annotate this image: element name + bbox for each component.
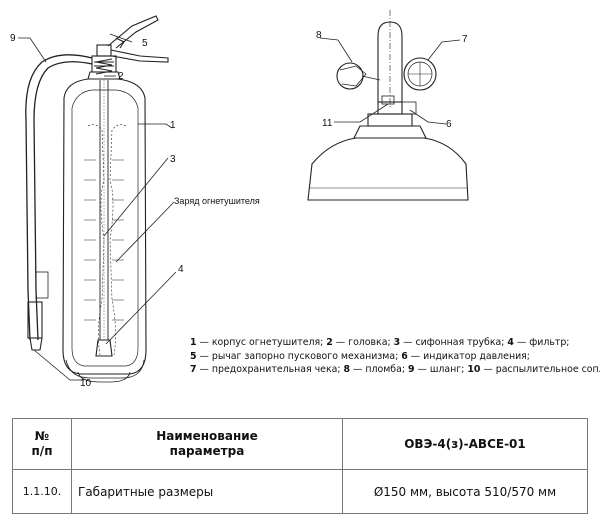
callout-1: 1 [170, 120, 176, 131]
callout-5: 5 [142, 38, 148, 49]
legend-num: 5 [190, 350, 197, 362]
table-header-row: № п/п Наименование параметра ОВЭ-4(з)-АВ… [12, 418, 588, 470]
legend-line-1: 1 — корпус огнетушителя; 2 — головка; 3 … [190, 336, 598, 350]
legend-text: — головка; [332, 337, 394, 348]
legend-text: — пломба; [350, 364, 408, 376]
hose [25, 54, 93, 341]
parts-legend: 1 — корпус огнетушителя; 2 — головка; 3 … [190, 336, 600, 377]
legend-text: — предохранительная чека; [196, 364, 344, 376]
extinguisher-body [62, 78, 147, 375]
legend-num: 3 [393, 337, 401, 348]
cell-param: Габаритные размеры [71, 469, 343, 514]
callout-2: 2 [118, 71, 124, 82]
header-num: № п/п [12, 418, 72, 470]
legend-line-3: 7 — предохранительная чека; 8 — пломба; … [190, 363, 600, 377]
legend-num: 4 [507, 337, 514, 348]
legend-text: — фильтр; [513, 337, 570, 348]
charge-label: Заряд огнетушителя [174, 196, 260, 206]
pressure-gauge [403, 57, 437, 91]
nozzle [27, 301, 43, 339]
callout-9: 9 [10, 33, 16, 44]
legend-num: 8 [343, 364, 351, 376]
callout-8: 8 [316, 30, 322, 41]
extinguisher-drawing: 9 5 2 1 3 Заряд огнетушителя 4 10 8 7 11… [10, 10, 469, 389]
legend-num: 1 [190, 337, 197, 348]
legend-text: — рычаг запорно пускового механизма; [196, 350, 402, 362]
legend-num: 9 [407, 364, 415, 376]
legend-text: — корпус огнетушителя; [196, 337, 327, 348]
cylinder-shoulder [307, 137, 469, 201]
table-row: 1.1.10. Габаритные размеры Ø150 мм, высо… [12, 469, 588, 514]
callout-11: 11 [322, 118, 333, 129]
spec-table: № п/п Наименование параметра ОВЭ-4(з)-АВ… [12, 418, 588, 514]
callout-3: 3 [170, 154, 176, 165]
legend-text: — сифонная трубка; [400, 337, 508, 348]
legend-text: — индикатор давления; [407, 350, 530, 362]
callout-4: 4 [178, 264, 184, 275]
cell-value: Ø150 мм, высота 510/570 мм [342, 469, 588, 514]
legend-num: 10 [467, 364, 481, 376]
legend-text: — распылительное сопло. [483, 364, 600, 376]
legend-line-2: 5 — рычаг запорно пускового механизма; 6… [190, 350, 598, 364]
legend-text: — шланг; [414, 364, 468, 376]
filter [95, 339, 113, 357]
legend-num: 7 [190, 364, 197, 376]
callout-6: 6 [446, 119, 452, 130]
header-model: ОВЭ-4(з)-АВСЕ-01 [342, 418, 588, 470]
legend-num: 2 [326, 337, 333, 348]
callout-10: 10 [80, 378, 92, 389]
cell-num: 1.1.10. [12, 469, 72, 514]
legend-num: 6 [401, 350, 408, 362]
header-param: Наименование параметра [71, 418, 343, 470]
siphon-tube [99, 80, 109, 340]
lever [107, 15, 159, 49]
callout-7: 7 [462, 34, 468, 45]
